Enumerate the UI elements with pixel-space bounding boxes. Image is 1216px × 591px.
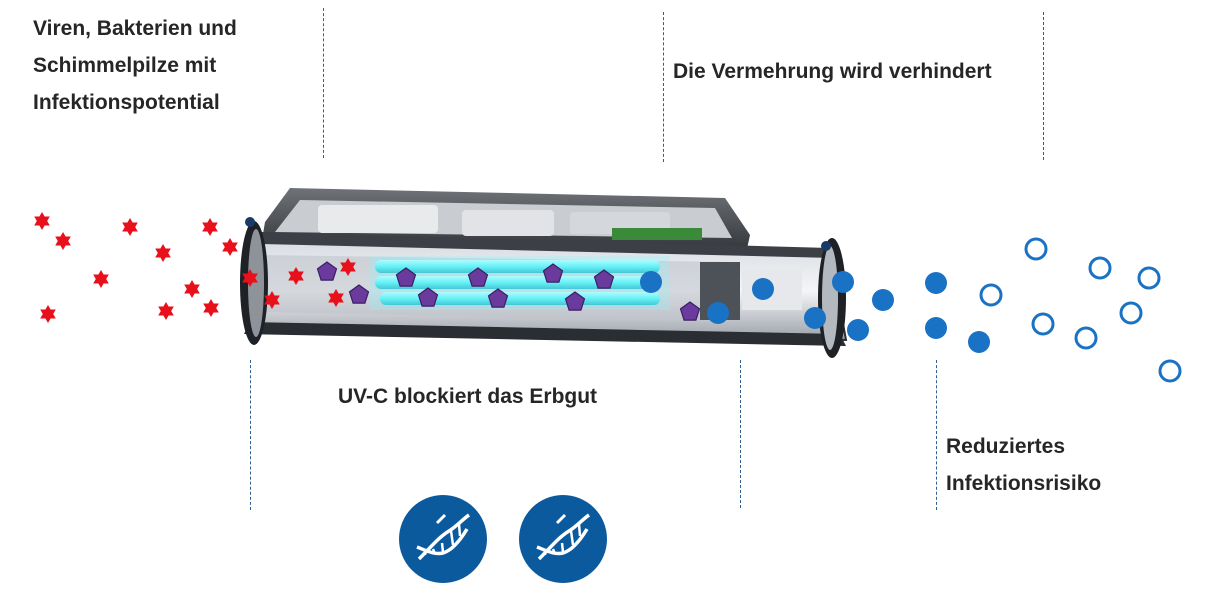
- inactive-particle: [640, 271, 662, 293]
- inactive-particle: [804, 307, 826, 329]
- inactive-particle: [968, 331, 990, 353]
- pathogen-particle: [222, 238, 238, 256]
- harmless-particles: [979, 237, 1182, 383]
- pathogen-particle: [158, 302, 174, 320]
- pathogen-particle: [122, 218, 138, 236]
- harmless-particle: [1024, 237, 1048, 261]
- harmless-particle: [1031, 312, 1055, 336]
- harmless-particle: [1074, 326, 1098, 350]
- divider-bottom-2: [740, 360, 741, 508]
- risk-label-line-1: Reduziertes: [946, 435, 1066, 458]
- divider-top-2: [663, 12, 664, 162]
- divider-bottom-1: [250, 360, 251, 510]
- harmless-particle: [1119, 301, 1143, 325]
- harmless-particle: [979, 283, 1003, 307]
- risk-label: Reduziertes Infektionsrisiko: [946, 428, 1101, 502]
- pathogen-particle: [184, 280, 200, 298]
- inactive-particle: [752, 278, 774, 300]
- inactive-particle: [832, 271, 854, 293]
- risk-label-line-2: Infektionsrisiko: [946, 472, 1102, 495]
- dna-icon-1: [399, 495, 487, 583]
- pathogens-label-line-1: Viren, Bakterien und: [33, 17, 237, 40]
- uvc-label: UV-C blockiert das Erbgut: [338, 385, 598, 408]
- inactive-particle: [847, 319, 869, 341]
- divider-top-3: [1043, 12, 1044, 160]
- inactive-particles: [640, 271, 990, 353]
- pathogen-particle: [203, 299, 219, 317]
- pathogen-particle: [34, 212, 50, 230]
- inactive-particle: [707, 302, 729, 324]
- pathogens-label-line-2: Schimmelpilze mit: [33, 54, 217, 77]
- divider-top-1: [323, 8, 324, 158]
- dna-icon-2: [519, 495, 607, 583]
- pathogens-label-line-3: Infektionspotential: [33, 91, 220, 114]
- inactive-particle: [925, 272, 947, 294]
- pathogen-particle: [40, 305, 56, 323]
- harmless-particle: [1088, 256, 1112, 280]
- pathogen-particle: [202, 218, 218, 236]
- divider-bottom-3: [936, 360, 937, 510]
- pathogens-label: Viren, Bakterien und Schimmelpilze mit I…: [33, 10, 237, 121]
- harmless-particle: [1137, 266, 1161, 290]
- pathogen-particle: [55, 232, 71, 250]
- inactive-particle: [925, 317, 947, 339]
- inactive-particle: [872, 289, 894, 311]
- uvc-device: [240, 188, 848, 358]
- harmless-particle: [1158, 359, 1182, 383]
- pathogen-particle: [93, 270, 109, 288]
- pathogen-particle: [155, 244, 171, 262]
- reproduction-label: Die Vermehrung wird verhindert: [673, 60, 992, 83]
